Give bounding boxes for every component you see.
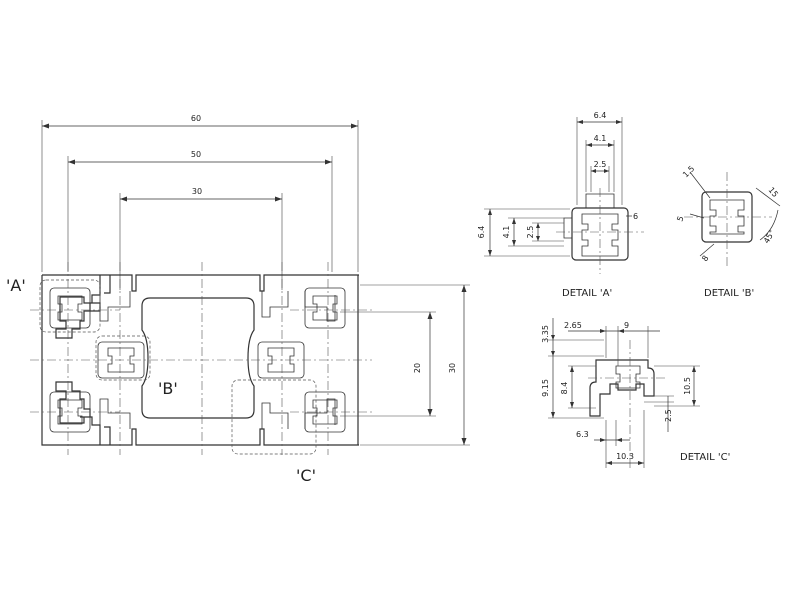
dim-30-label: 30 <box>192 187 202 196</box>
detail-c-dim-105: 10.5 <box>683 377 692 395</box>
detail-b-dim-45: 45° <box>762 228 777 245</box>
detail-a-dim-25: 2.5 <box>594 160 607 169</box>
callout-b: 'B' <box>158 379 178 398</box>
detail-c-dim-84: 8.4 <box>560 382 569 395</box>
dim-60-label: 60 <box>191 114 201 123</box>
dim-30-vertical: 30 <box>360 284 470 446</box>
detail-c-dim-915: 9.15 <box>541 379 550 397</box>
dim-50: 50 <box>67 150 333 272</box>
callout-c: 'C' <box>296 466 316 485</box>
detail-c-dim-335: 3.35 <box>541 325 550 343</box>
detail-a-dim-left-25: 2.5 <box>526 226 535 239</box>
main-profile: 60 50 30 20 <box>6 114 470 485</box>
callout-a: 'A' <box>6 276 26 295</box>
detail-c-dim-265: 2.65 <box>564 321 582 330</box>
profile-outline <box>41 274 359 446</box>
dim-30: 30 <box>119 187 283 290</box>
detail-a-marker <box>39 279 101 333</box>
dim-60: 60 <box>41 114 359 272</box>
detail-c: 3.35 9.15 8.4 2.65 9 10.5 2.5 6 <box>541 318 730 470</box>
detail-c-marker <box>231 379 317 455</box>
detail-c-dim-103: 10.3 <box>616 452 634 461</box>
dim-20-label: 20 <box>413 363 422 373</box>
detail-b-dim-5: 5 <box>675 215 685 223</box>
detail-a-dim-41: 4.1 <box>594 134 607 143</box>
center-cavity <box>141 297 255 419</box>
detail-b-marker <box>95 335 151 381</box>
detail-a-dim-64: 6.4 <box>594 111 607 120</box>
detail-c-dim-9: 9 <box>624 321 629 330</box>
detail-a-caption: DETAIL 'A' <box>562 288 612 299</box>
detail-b-dim-8: 8 <box>700 254 710 263</box>
dim-30v-label: 30 <box>448 363 457 373</box>
detail-c-dim-25: 2.5 <box>664 409 673 422</box>
detail-a-dim-6: 6 <box>633 212 638 221</box>
detail-a-dim-left-41: 4.1 <box>502 226 511 239</box>
detail-c-dim-63: 6.3 <box>576 430 589 439</box>
detail-c-caption: DETAIL 'C' <box>680 452 730 463</box>
dim-50-label: 50 <box>191 150 201 159</box>
detail-b-caption: DETAIL 'B' <box>704 288 754 299</box>
detail-a-dim-left-64: 6.4 <box>477 226 486 239</box>
dim-20: 20 <box>340 311 436 417</box>
detail-a: 6.4 4.1 2.5 6.4 4.1 2.5 6 DETAIL 'A' <box>477 111 644 299</box>
detail-b: 1.5 5 8 15 45° DETAIL 'B' <box>675 164 781 299</box>
